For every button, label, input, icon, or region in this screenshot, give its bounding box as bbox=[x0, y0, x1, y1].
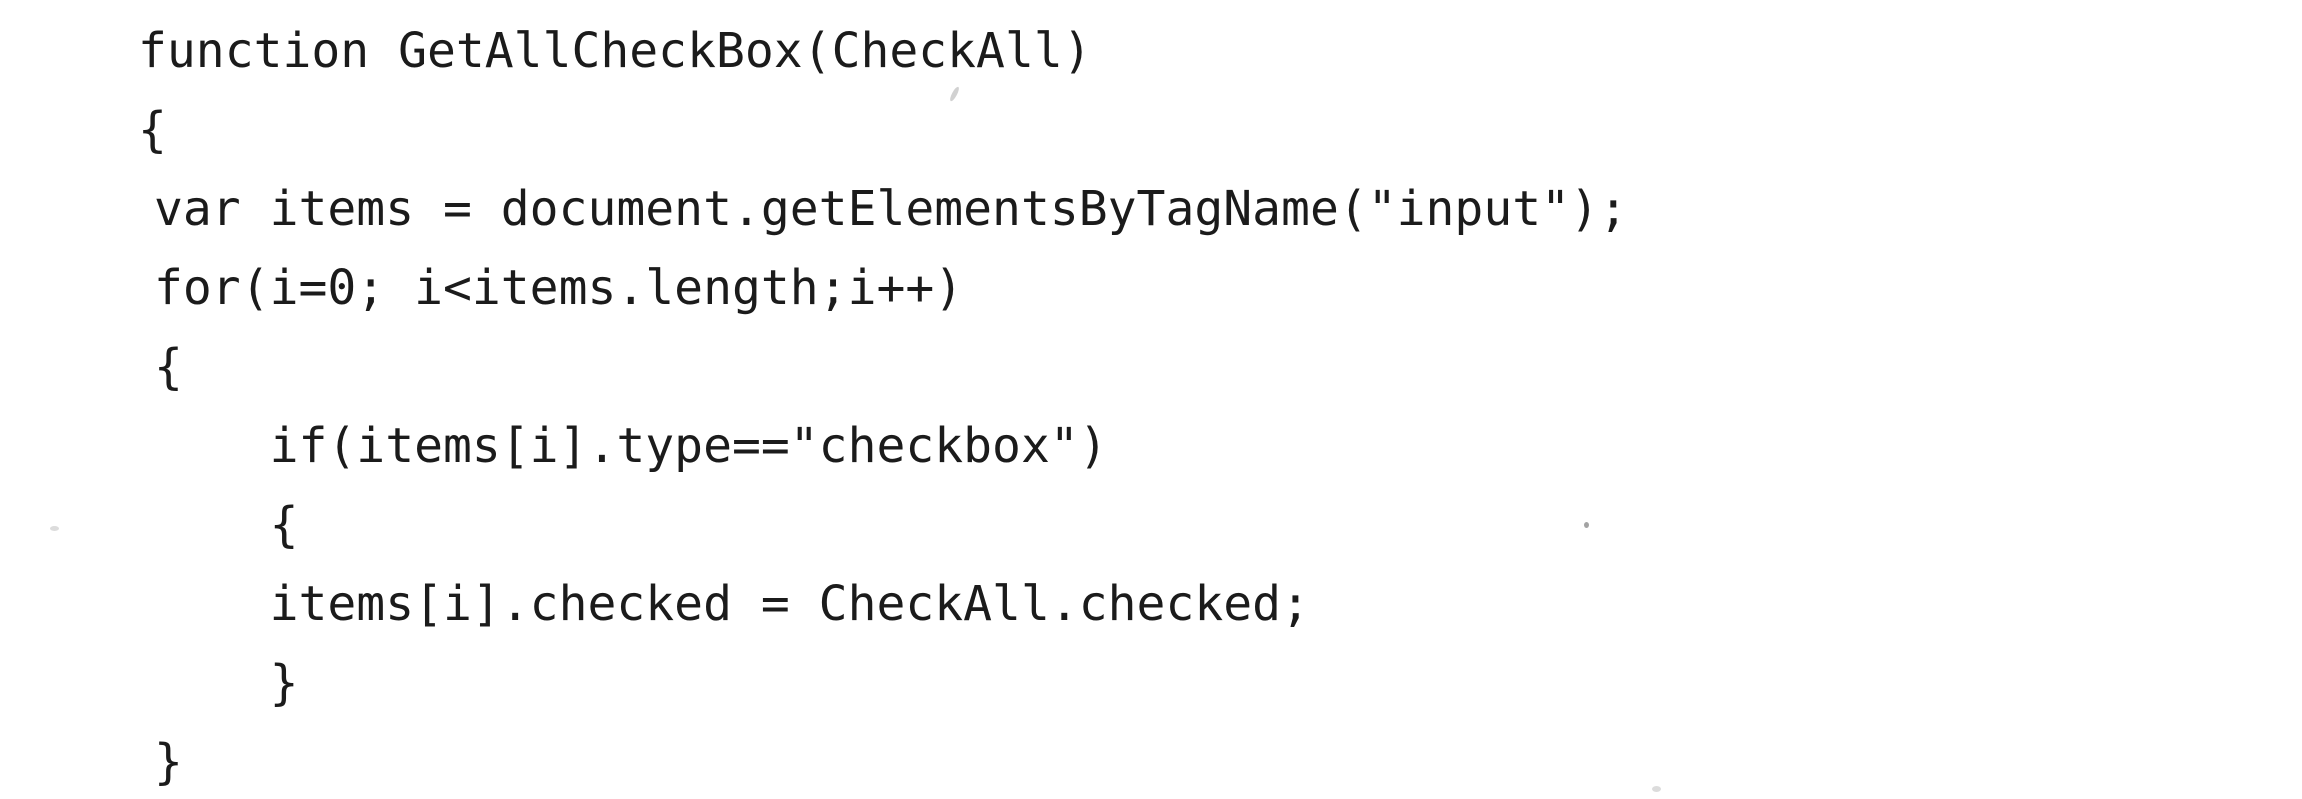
code-line: } bbox=[154, 734, 183, 790]
code-line: if(items[i].type=="checkbox") bbox=[154, 418, 1108, 474]
code-line: for(i=0; i<items.length;i++) bbox=[154, 260, 964, 316]
code-line: { bbox=[138, 102, 167, 158]
code-line: var items = document.getElementsByTagNam… bbox=[154, 181, 1628, 237]
code-line: { bbox=[154, 339, 183, 395]
code-line: function GetAllCheckBox(CheckAll) bbox=[138, 23, 1092, 79]
scan-artifact bbox=[50, 526, 59, 531]
code-line: { bbox=[154, 497, 299, 553]
code-line: } bbox=[154, 655, 299, 711]
scan-artifact bbox=[1584, 522, 1589, 528]
code-line: items[i].checked = CheckAll.checked; bbox=[154, 576, 1310, 632]
scan-artifact bbox=[1652, 786, 1661, 792]
